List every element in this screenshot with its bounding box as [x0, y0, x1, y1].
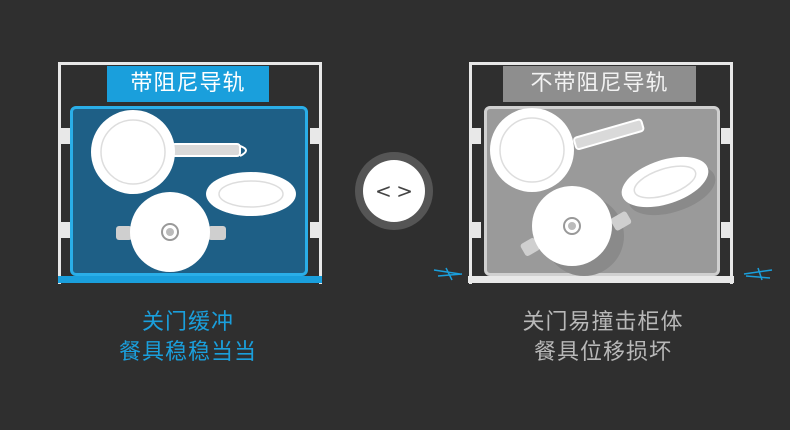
damped-caption: 关门缓冲 餐具稳稳当当 — [68, 308, 308, 368]
plate-icon — [206, 172, 296, 216]
rail-mark — [721, 128, 733, 144]
damped-caption-line2: 餐具稳稳当当 — [118, 340, 257, 365]
drawer-base-bar-left — [58, 276, 322, 283]
rail-mark — [469, 222, 481, 238]
non-damped-caption: 关门易撞击柜体 餐具位移损坏 — [468, 308, 738, 368]
plate-icon — [621, 156, 709, 208]
non-damped-caption-line2: 餐具位移损坏 — [533, 340, 672, 365]
rail-mark — [469, 128, 481, 144]
compare-toggle-button[interactable]: < > — [355, 152, 433, 230]
pan-icon — [490, 108, 574, 192]
cabinet-frame-left — [58, 62, 322, 284]
damped-rail-title: 带阻尼导轨 — [107, 66, 269, 102]
chevron-left-icon[interactable]: < — [375, 179, 392, 203]
pan-handle — [573, 118, 645, 151]
rail-mark — [58, 128, 70, 144]
compare-toggle-inner[interactable]: < > — [363, 160, 425, 222]
damped-caption-line1: 关门缓冲 — [141, 310, 234, 335]
pan-icon — [91, 110, 175, 194]
cabinet-frame-right — [469, 62, 733, 284]
rail-mark — [310, 222, 322, 238]
rail-mark — [721, 222, 733, 238]
chevron-right-icon[interactable]: > — [396, 179, 413, 203]
drawer-base-bar-right — [468, 276, 734, 283]
non-damped-rail-title: 不带阻尼导轨 — [503, 66, 696, 102]
rail-mark — [58, 222, 70, 238]
rail-mark — [310, 128, 322, 144]
impact-lines-right-icon — [743, 267, 773, 281]
impact-lines-left-icon — [433, 267, 463, 281]
non-damped-caption-line1: 关门易撞击柜体 — [522, 310, 684, 335]
